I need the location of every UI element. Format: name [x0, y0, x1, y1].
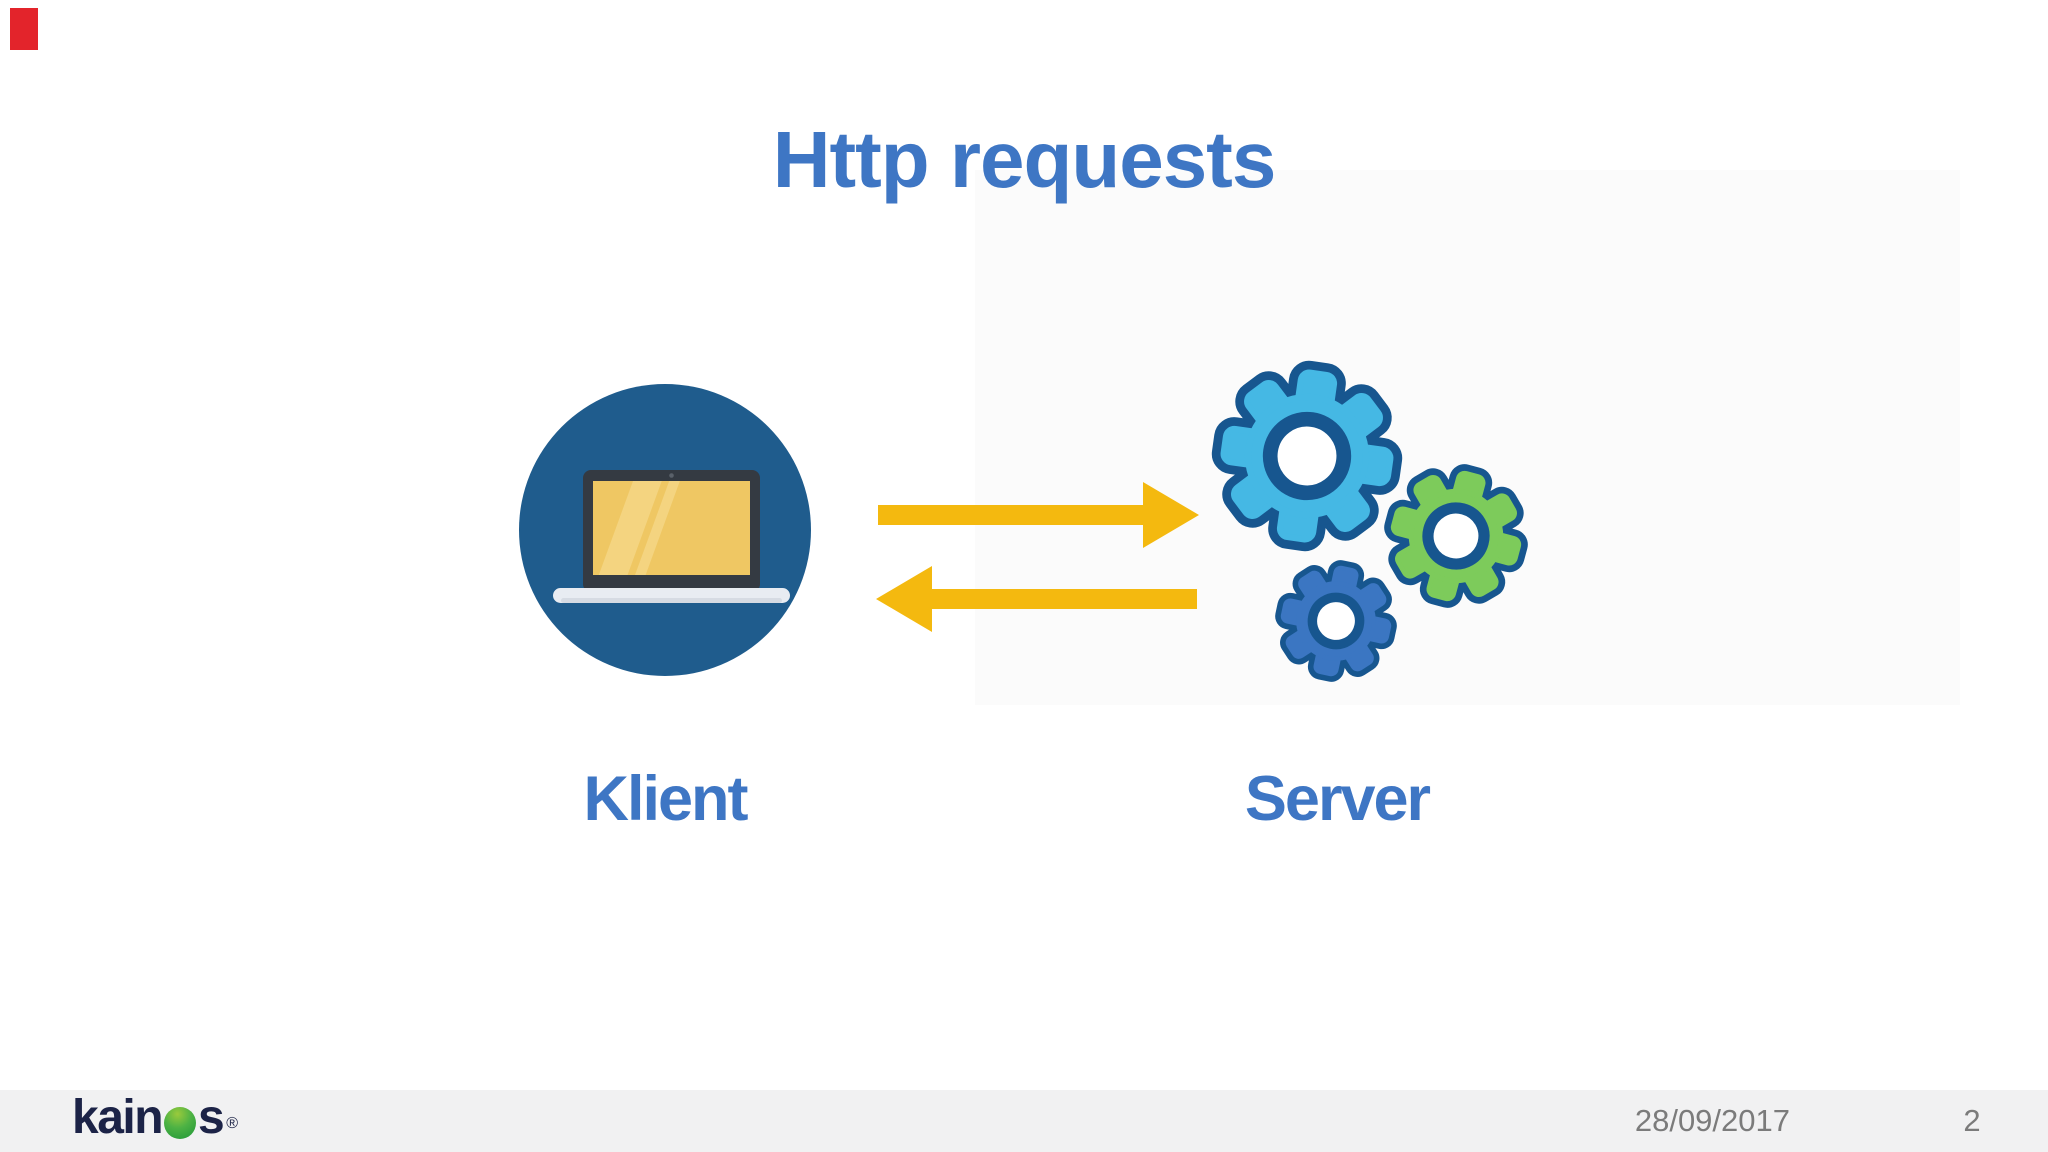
green-dot-icon	[164, 1107, 197, 1139]
registered-mark: ®	[226, 1115, 239, 1132]
page-number: 2	[1963, 1103, 1981, 1138]
client-label: Klient	[583, 764, 748, 834]
slide-date: 28/09/2017	[1634, 1103, 1790, 1138]
gear-green-icon	[1378, 458, 1534, 614]
gears-icon	[1213, 362, 1534, 684]
gear-blue-icon	[1273, 558, 1399, 684]
logo-text-suffix: s	[198, 1091, 225, 1144]
arrow-left-icon	[876, 566, 1197, 632]
page-title: Http requests	[772, 114, 1277, 204]
red-marker	[10, 8, 38, 50]
arrow-right-icon	[878, 482, 1199, 548]
laptop-in-circle-icon	[519, 384, 811, 676]
server-label: Server	[1244, 764, 1431, 834]
server-image-background	[975, 170, 1960, 705]
logo-text-prefix: kain	[72, 1091, 164, 1144]
gear-cyan-icon	[1213, 362, 1401, 550]
